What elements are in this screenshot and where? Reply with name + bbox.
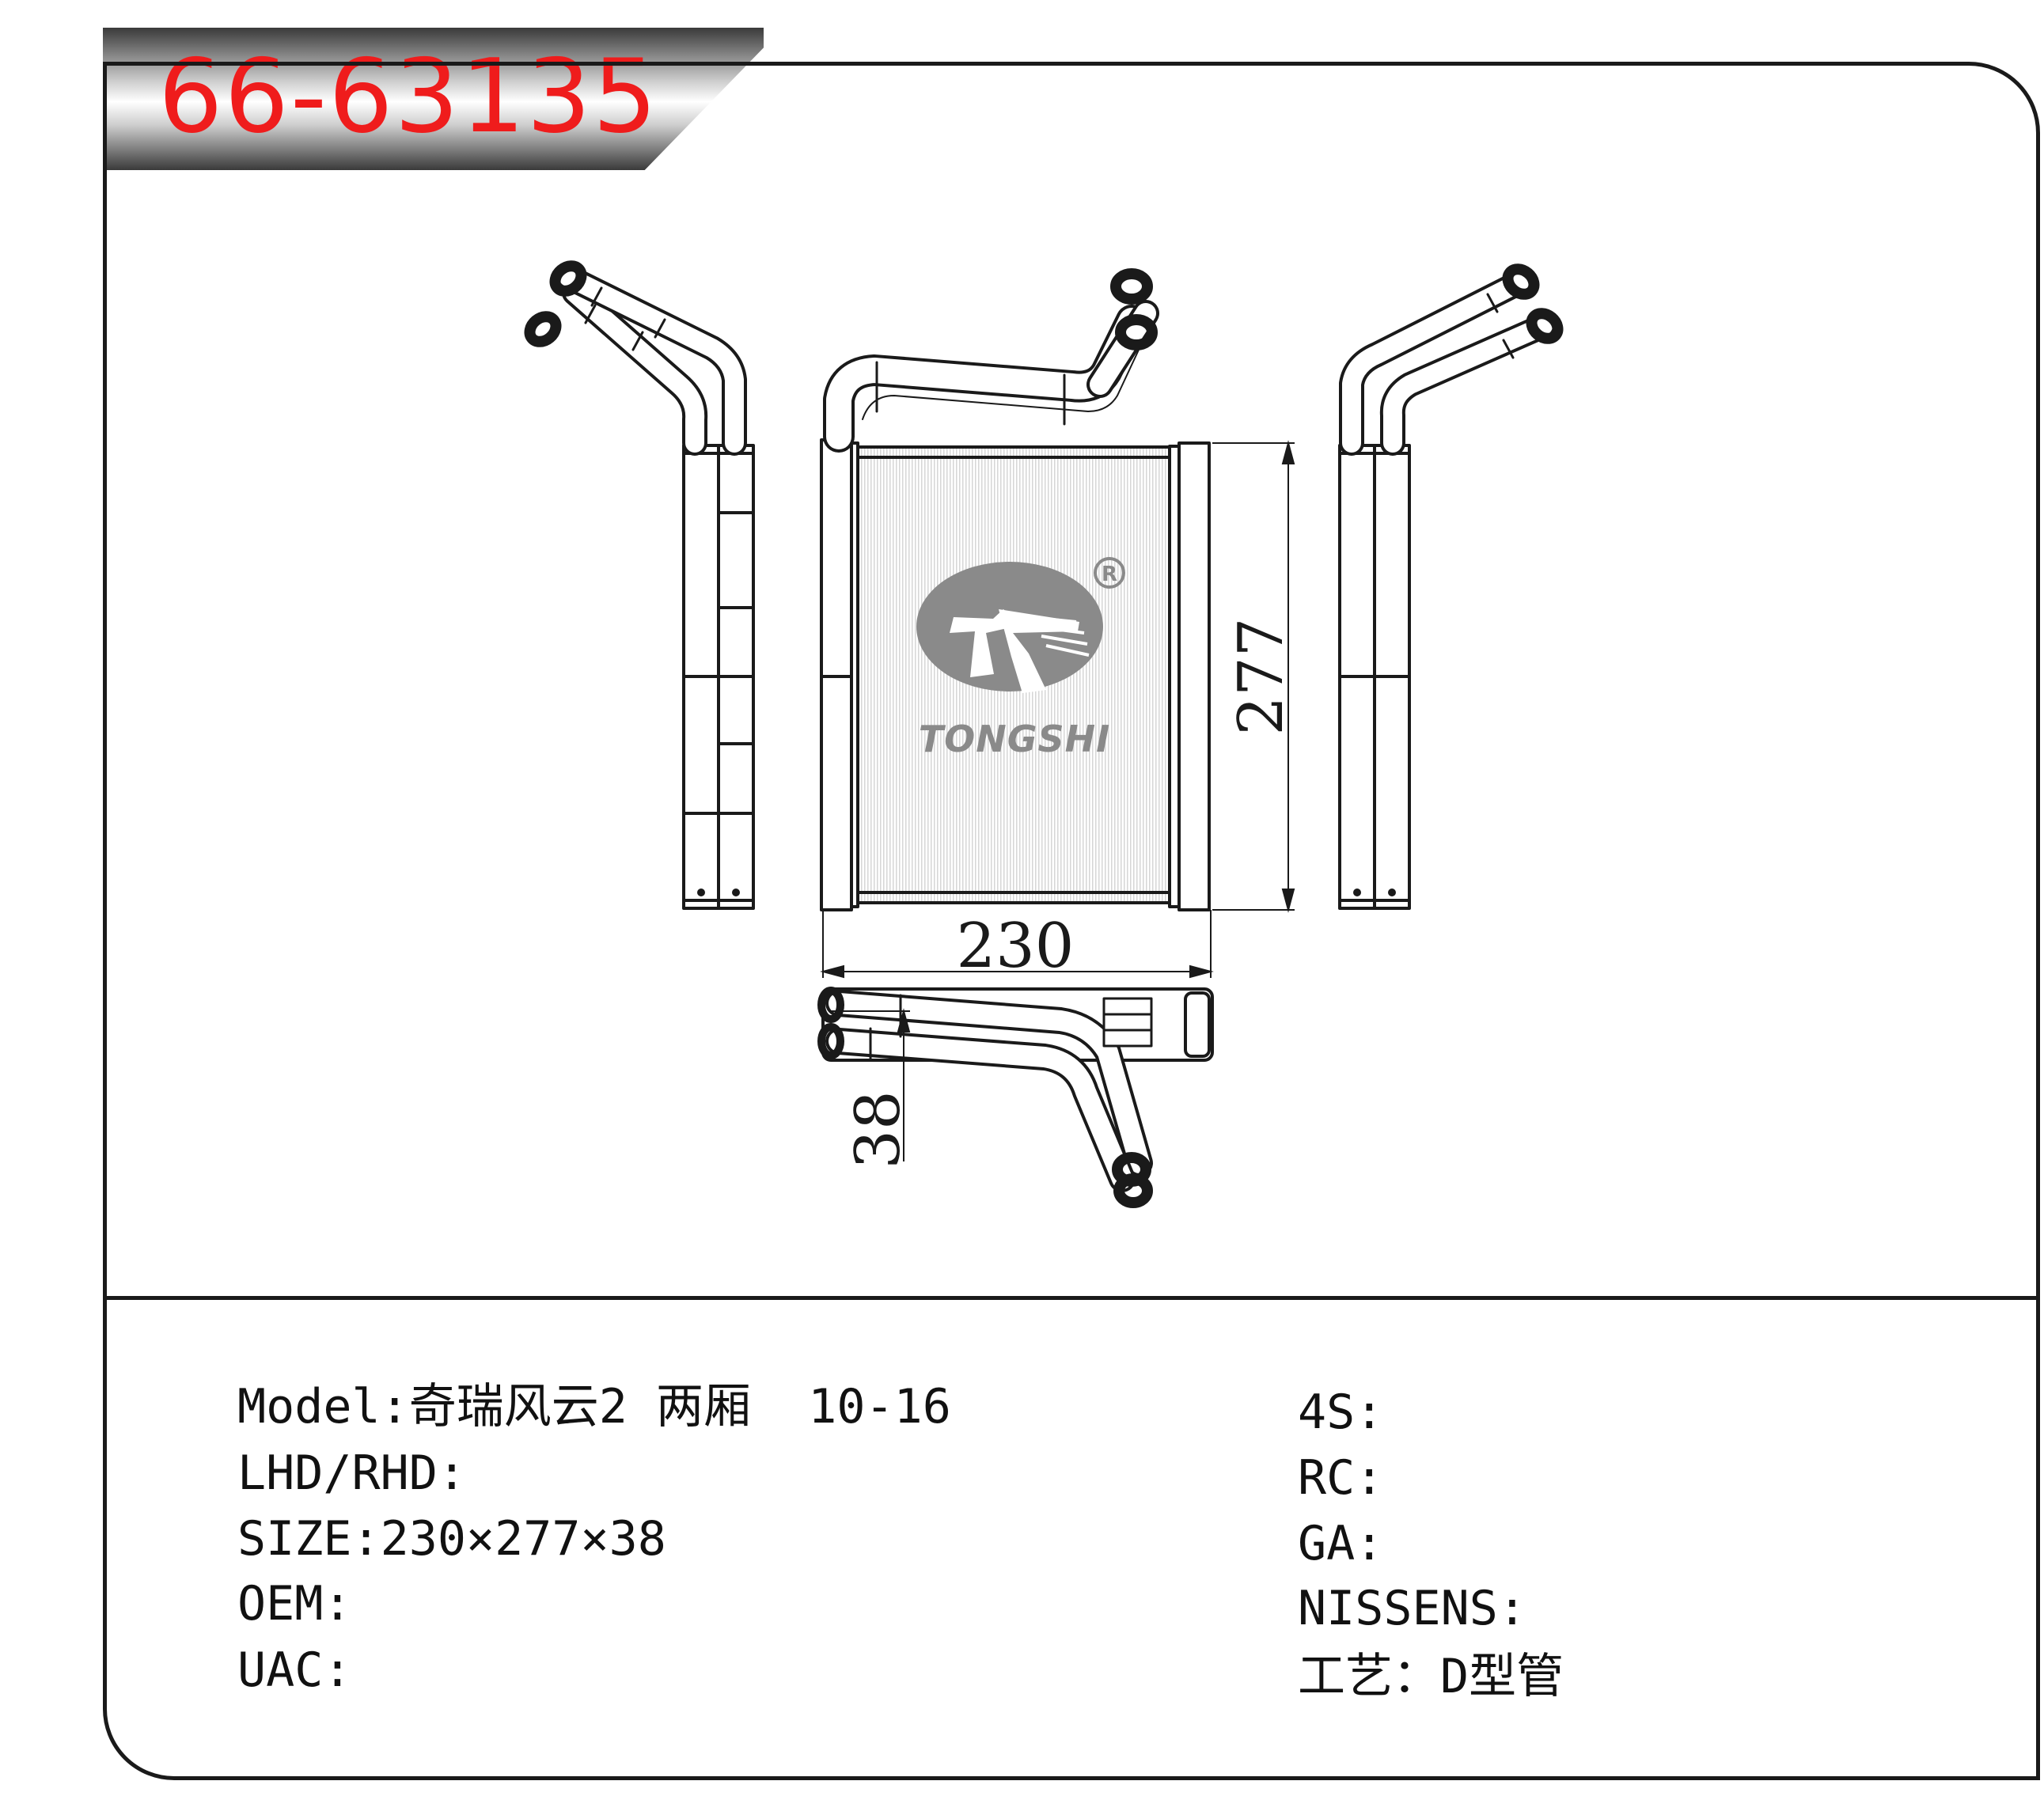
spec-process-label: 工艺： — [1298, 1649, 1440, 1704]
height-dimension: 277 — [1226, 618, 1297, 736]
spec-uac-label: UAC: — [237, 1643, 352, 1698]
spec-rc-label: RC: — [1298, 1450, 1384, 1506]
spec-model-label: Model: — [237, 1379, 409, 1434]
top-view — [817, 987, 1214, 1208]
spec-ga-label: GA: — [1298, 1516, 1384, 1571]
spec-model: Model:奇瑞风云2 两厢 10-16 — [237, 1379, 951, 1434]
width-dimension: 230 — [957, 911, 1075, 982]
brand-name: TONGSHI — [919, 718, 1110, 760]
spec-rc: RC: — [1298, 1450, 1383, 1506]
registered-mark: R — [1102, 563, 1117, 586]
spec-nissens-label: NISSENS: — [1298, 1581, 1526, 1636]
spec-lhd-rhd: LHD/RHD: — [237, 1446, 466, 1501]
section-divider — [104, 1296, 2038, 1300]
depth-dimension: 38 — [843, 1090, 914, 1169]
spec-lhd-rhd-label: LHD/RHD: — [237, 1446, 466, 1501]
spec-size-label: SIZE: — [237, 1511, 381, 1567]
tongshi-logo: R TONGSHI — [916, 557, 1125, 760]
title-banner — [103, 28, 764, 170]
spec-uac: UAC: — [237, 1643, 352, 1698]
part-number: 66-63135 — [158, 38, 659, 156]
document-frame — [103, 62, 2040, 1780]
spec-oem: OEM: — [237, 1576, 352, 1631]
spec-nissens: NISSENS: — [1298, 1581, 1526, 1636]
spec-process: 工艺：D型管 — [1298, 1649, 1564, 1704]
left-side-view — [524, 260, 755, 910]
spec-model-value: 奇瑞风云2 两厢 10-16 — [408, 1379, 951, 1434]
spec-size: SIZE:230×277×38 — [237, 1511, 666, 1567]
spec-process-value: D型管 — [1440, 1649, 1564, 1704]
spec-size-value: 230×277×38 — [380, 1511, 666, 1567]
spec-ga: GA: — [1298, 1516, 1383, 1571]
spec-4s-label: 4S: — [1298, 1385, 1384, 1440]
front-view — [820, 268, 1211, 911]
spec-4s: 4S: — [1298, 1385, 1383, 1440]
right-side-view — [1338, 263, 1564, 910]
spec-oem-label: OEM: — [237, 1576, 352, 1631]
